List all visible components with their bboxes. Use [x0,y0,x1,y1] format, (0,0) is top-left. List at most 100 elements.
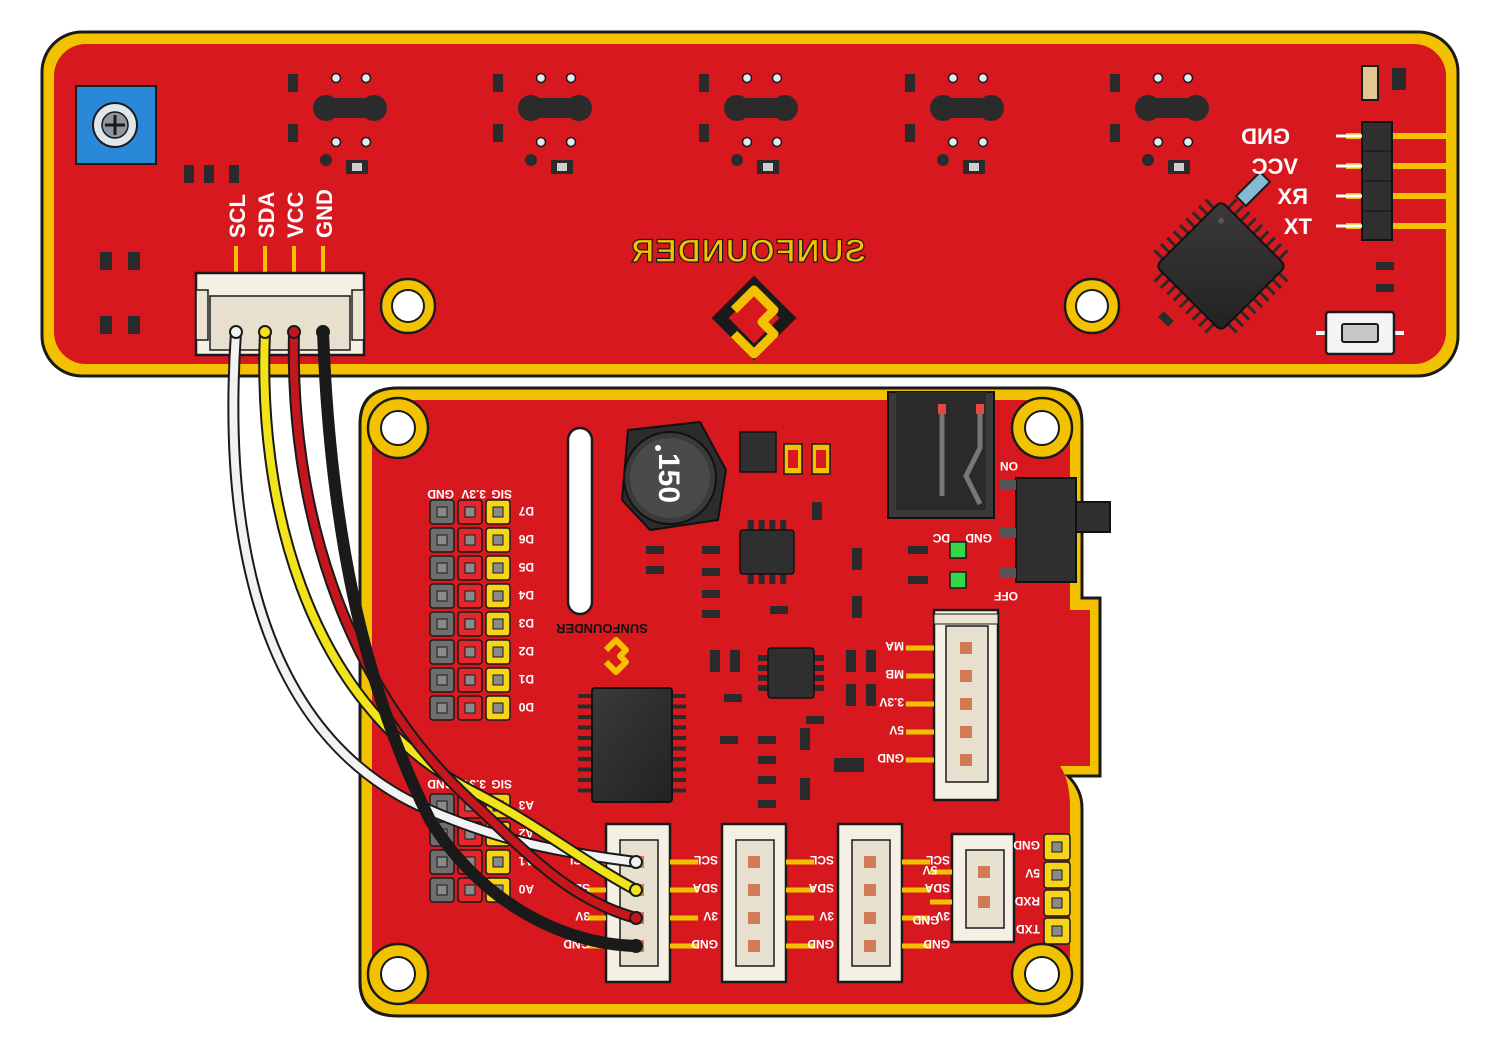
wire-end [287,325,301,339]
motor-pin-label: GND [877,751,904,765]
uart-header[interactable] [1043,833,1071,945]
sd-slot [566,426,594,616]
power-jack[interactable] [887,391,995,519]
switch-on-label: ON [1000,459,1018,473]
header-pin[interactable] [429,849,455,875]
uart-pin[interactable] [1043,889,1071,917]
header-pin[interactable] [429,667,455,693]
grayscale-sensor [493,72,592,174]
header-pin[interactable] [485,849,511,875]
i2c-pin-label: GND [691,937,718,951]
header-pin[interactable] [485,555,511,581]
analog-header-title: SIG [491,777,512,791]
header-pin[interactable] [457,611,483,637]
i2c-port[interactable] [836,822,930,984]
motor-connector[interactable] [906,608,1000,802]
header-pin[interactable] [457,527,483,553]
sensor-brand-logo-icon [711,275,797,361]
header-pin[interactable] [485,639,511,665]
small-2pin-port[interactable] [930,832,1016,944]
header-pin[interactable] [457,695,483,721]
i2c-pin-label: GND [923,937,950,951]
digital-header-title: SIG [491,487,512,501]
header-pin[interactable] [457,667,483,693]
grayscale-sensor [288,72,387,174]
i2c-ports[interactable] [588,822,930,984]
trimpot[interactable] [75,85,157,165]
sensor-header-label: VCC [1251,154,1298,179]
header-pin[interactable] [429,583,455,609]
grayscale-sensor [905,72,1004,174]
sensor-header-label: RX [1277,184,1308,209]
sensor-4pin-connector[interactable] [194,271,366,357]
uart-pin[interactable] [1043,861,1071,889]
uart-pin-label: 5V [1025,866,1040,880]
i2c-pin-label: 3V [575,909,590,923]
header-pin[interactable] [429,611,455,637]
sensor-pin-label: GND [312,189,337,238]
inductor: 150 [620,420,728,532]
i2c-pin-label: 3V [703,909,718,923]
main-brand-logo-icon [603,637,629,675]
uart-pin[interactable] [1043,833,1071,861]
header-pin[interactable] [429,527,455,553]
power-pin-label: GND [965,531,992,545]
header-pin[interactable] [429,555,455,581]
wire-white [229,328,640,866]
header-pin[interactable] [457,583,483,609]
small-port-labels: 5V GND [912,863,939,927]
uart-pin[interactable] [1043,917,1071,945]
small-port-label: GND [912,913,939,927]
sensor-connector-pins [234,246,325,275]
led-green [949,571,967,589]
sensor-reset-button[interactable] [1316,310,1404,356]
main-resistors [646,546,928,808]
digital-header-titles: SIG 3.3V GND [427,487,512,501]
uart-pin-label: GND [1013,838,1040,852]
jumper-wires [227,325,643,953]
header-pin[interactable] [485,583,511,609]
i2c-pin-label: SCL [926,853,950,867]
power-pin-label: DC [932,531,950,545]
sensor-pin-label: SDA [254,191,279,238]
i2c-pin-label: SDA [924,881,950,895]
i2c-pin-label: 3V [819,909,834,923]
header-pin[interactable] [485,667,511,693]
wire-red [289,328,640,922]
header-pin[interactable] [485,611,511,637]
header-pin[interactable] [485,499,511,525]
sensor-smd-parts-right [1158,65,1406,327]
header-pin[interactable] [457,499,483,525]
sensor-brand-text: SUNFOUNDER [630,233,866,269]
header-pin[interactable] [429,499,455,525]
i2c-pin-label: SCL [694,853,718,867]
header-pin[interactable] [485,695,511,721]
i2c-pin-label: SDA [692,881,718,895]
header-pin[interactable] [429,695,455,721]
header-pin[interactable] [429,877,455,903]
header-pin[interactable] [457,555,483,581]
sensor-header-label: TX [1284,214,1312,239]
i2c-pin-label: SCL [810,853,834,867]
header-pin[interactable] [457,639,483,665]
power-switch[interactable] [1000,477,1111,583]
i2c-pin-label: SDA [808,881,834,895]
motor-pin-label: 3.3V [879,695,904,709]
header-pin[interactable] [429,639,455,665]
power-jack-labels: DC GND [932,531,992,545]
i2c-port[interactable] [720,822,814,984]
wire-end [629,911,643,925]
status-leds [908,541,967,589]
digital-header-title: 3.3V [461,487,486,501]
header-pin[interactable] [485,527,511,553]
switch-off-label: OFF [994,589,1018,603]
sensor-pin-labels: SCL SDA VCC GND [225,189,337,238]
main-mount-holes [366,396,1074,1006]
digital-header[interactable] [429,499,511,721]
uart-pin-label: TXD [1016,922,1040,936]
sensor-uart-header[interactable] [1336,121,1456,241]
wire-end [316,325,330,339]
